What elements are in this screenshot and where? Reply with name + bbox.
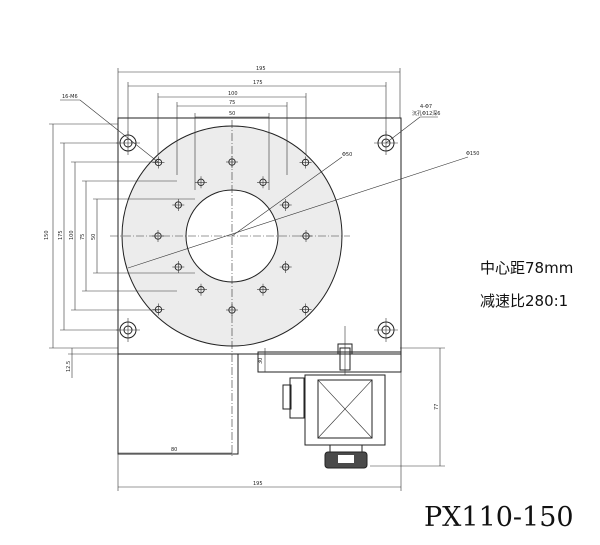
note-reduction-ratio: 减速比280:1 <box>480 292 568 310</box>
m6-hole <box>152 230 164 242</box>
dim-left-100: 100 <box>69 230 75 240</box>
corner-hole-bottom-left <box>116 318 140 342</box>
left-dimensions: 150 175 100 75 50 12.5 <box>44 123 195 378</box>
m6-hole <box>172 261 185 273</box>
dim-top-50: 50 <box>229 111 235 117</box>
m6-hole <box>195 176 207 189</box>
m6-hole <box>257 283 269 296</box>
m6-hole <box>299 303 312 316</box>
dim-top-175: 175 <box>253 80 263 86</box>
svg-text:沉孔Φ12深6: 沉孔Φ12深6 <box>412 110 440 117</box>
m6-hole <box>279 199 292 211</box>
dim-left-12-5: 12.5 <box>66 361 72 372</box>
dim-bottom-195: 195 <box>253 481 263 487</box>
callout-right-holes: 4-Φ7 沉孔Φ12深6 <box>385 104 440 144</box>
dia150-leader <box>127 156 469 269</box>
dim-bottom-80: 80 <box>171 447 177 453</box>
dim-left-75: 75 <box>80 234 86 240</box>
dia150-label: Φ150 <box>466 151 479 157</box>
m6-hole <box>195 283 207 296</box>
top-dimensions: 195 175 100 75 50 <box>117 66 401 190</box>
corner-hole-bottom-right <box>374 318 398 342</box>
m6-hole <box>299 156 312 169</box>
dim-left-150: 150 <box>44 230 50 240</box>
motor-assembly <box>257 326 402 469</box>
dim-top-195: 195 <box>256 66 266 72</box>
bottom-dimensions: 80 195 <box>117 372 402 491</box>
dia50-label: Φ50 <box>342 152 352 158</box>
m6-hole <box>226 156 238 168</box>
dim-top-100: 100 <box>228 91 238 97</box>
svg-text:16-M6: 16-M6 <box>62 94 78 100</box>
dia50-leader <box>231 156 343 237</box>
m6-hole <box>279 261 292 273</box>
lower-housing <box>117 353 239 455</box>
motor-dimensions: 30 77 <box>258 347 445 467</box>
m6-hole <box>152 303 165 316</box>
m6-hole <box>172 199 185 211</box>
dim-left-175: 175 <box>58 230 64 240</box>
m6-hole <box>226 304 238 316</box>
m6-hole <box>152 156 165 169</box>
svg-text:4-Φ7: 4-Φ7 <box>420 104 432 110</box>
m6-hole <box>300 230 312 242</box>
m6-hole <box>257 176 269 189</box>
dim-motor-30: 30 <box>258 358 264 364</box>
note-center-distance: 中心距78mm <box>480 259 573 277</box>
callout-left-holes: 16-M6 <box>60 94 159 163</box>
dim-left-50: 50 <box>91 234 97 240</box>
dim-motor-77: 77 <box>434 404 440 410</box>
model-number: PX110-150 <box>424 502 574 533</box>
m6-holes <box>152 156 312 316</box>
dim-top-75: 75 <box>229 100 235 106</box>
